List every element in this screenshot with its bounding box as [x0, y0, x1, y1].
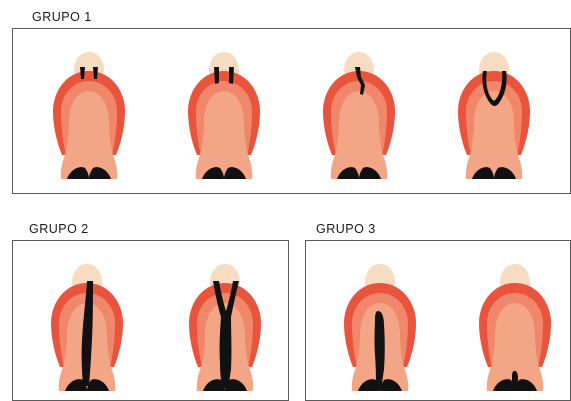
group-2-title: GRUPO 2	[29, 222, 89, 236]
palate-diagram-8	[459, 259, 571, 399]
palate-diagram-6	[169, 259, 281, 399]
group-3-title: GRUPO 3	[316, 222, 376, 236]
palate-diagram-5	[31, 259, 143, 399]
palate-diagram-7	[324, 259, 436, 399]
palate-diagram-1	[33, 47, 145, 187]
group-2-panel	[12, 240, 289, 401]
group-1-title: GRUPO 1	[32, 10, 92, 24]
group-1-panel	[12, 28, 571, 194]
palate-diagram-4	[438, 47, 550, 187]
palate-diagram-2	[168, 47, 280, 187]
palate-diagram-3	[303, 47, 415, 187]
group-3-panel	[305, 240, 571, 401]
